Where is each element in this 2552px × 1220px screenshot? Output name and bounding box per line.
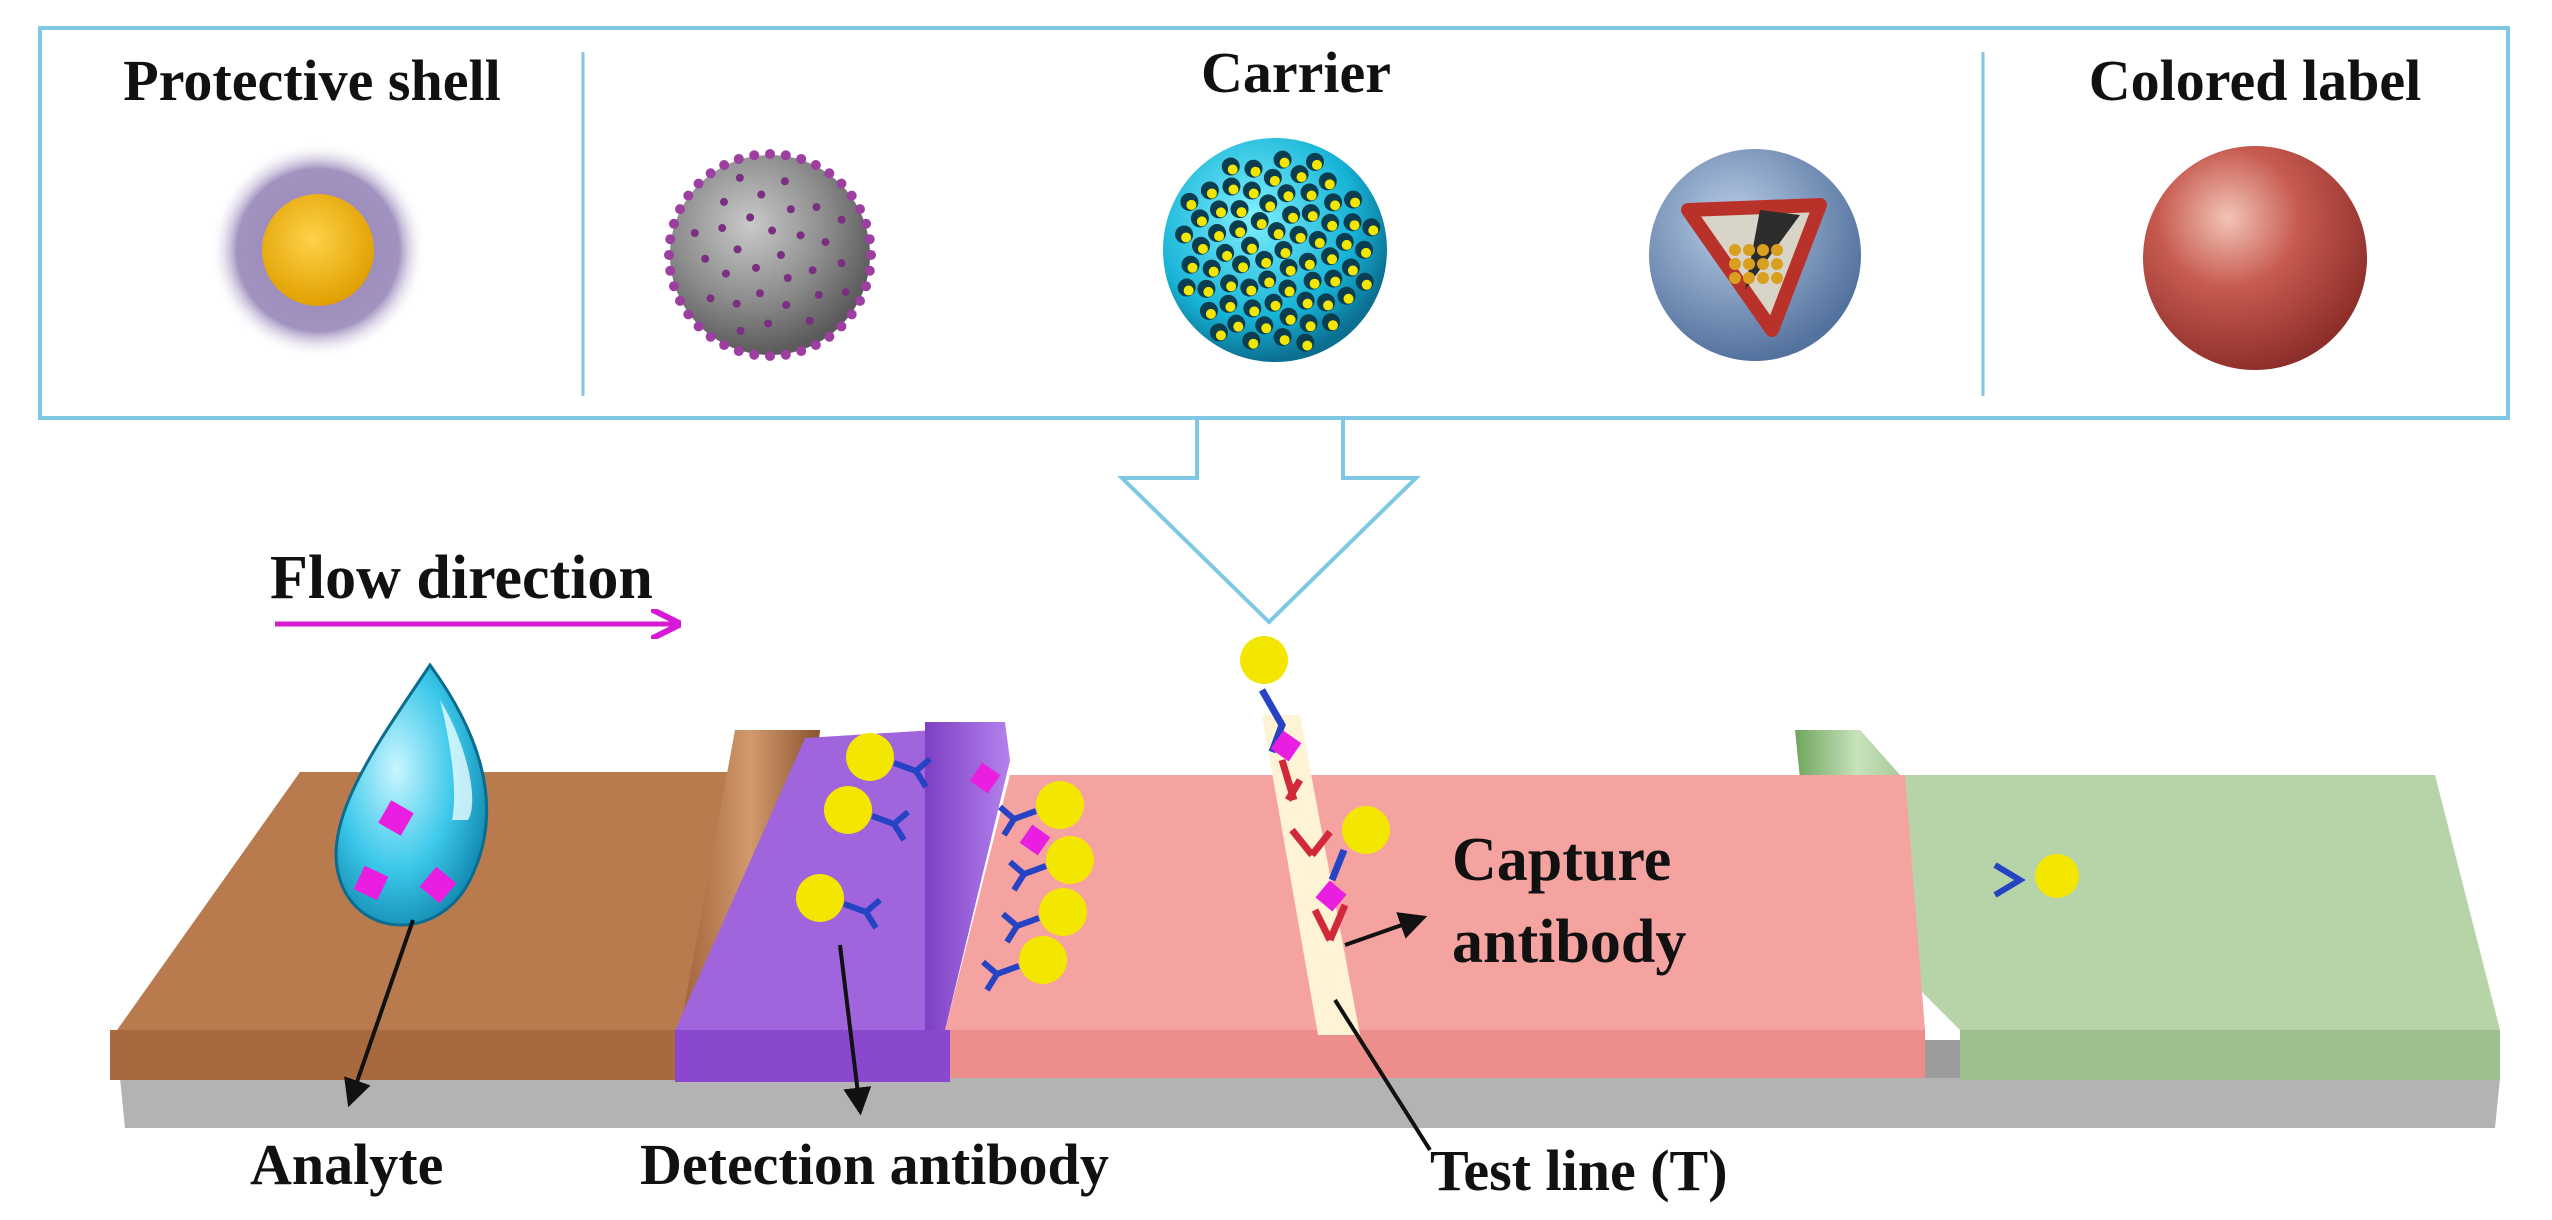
analyte-label: Analyte	[250, 1132, 443, 1197]
conjugate-pad	[675, 722, 1010, 1082]
carrier-particle-gray	[664, 149, 876, 361]
test-line-stripe	[1262, 715, 1360, 1035]
membrane	[890, 715, 1925, 1078]
detection-antibody	[870, 809, 910, 842]
detection-antibody	[998, 804, 1038, 837]
analyte-droplet	[334, 662, 489, 927]
particle-panel: Protective shell Carrier Colored label	[38, 26, 2510, 420]
detection-antibody	[842, 897, 882, 930]
detection-antibody	[1001, 911, 1041, 944]
capture-antibody-pointer	[1344, 912, 1428, 947]
label-particle	[796, 874, 844, 922]
analyte-pointer	[344, 919, 415, 1108]
detection-antibody-pointer	[838, 944, 872, 1116]
detection-antibody	[1008, 859, 1048, 892]
carrier-particle-core-shell	[1649, 149, 1861, 361]
label-particle	[1036, 781, 1084, 829]
analyte-marker	[378, 800, 414, 836]
capture-antibody-label: Capture	[1452, 826, 1671, 894]
colored-label-particle	[2143, 146, 2367, 370]
label-particle	[846, 733, 894, 781]
backing-edge	[120, 1078, 2500, 1128]
carrier-particle-porous	[1163, 138, 1387, 362]
detection-antibody-label: Detection antibody	[640, 1132, 1109, 1197]
label-particle	[1039, 888, 1087, 936]
test-line-complexes	[1240, 636, 1390, 942]
capture-antibody-label-line2: antibody	[1452, 908, 1686, 976]
carrier-label: Carrier	[1201, 40, 1391, 105]
protective-shell-label: Protective shell	[123, 48, 500, 113]
test-line-label: Test line (T)	[1430, 1138, 1728, 1203]
down-arrow	[1117, 420, 1421, 625]
analyte-marker	[1019, 824, 1051, 856]
label-particle	[1019, 936, 1067, 984]
detection-antibody	[892, 756, 932, 789]
label-particle	[1046, 836, 1094, 884]
label-particle	[824, 786, 872, 834]
analyte-marker	[969, 762, 1001, 794]
flow-direction-label: Flow direction	[270, 544, 653, 612]
protective-shell-particle	[210, 142, 426, 358]
absorbent-conjugate	[1993, 854, 2079, 898]
analyte-marker	[419, 866, 457, 904]
analyte-marker	[353, 865, 389, 901]
detection-conjugates	[796, 733, 1094, 992]
detection-antibody	[981, 959, 1021, 992]
colored-label-label: Colored label	[2089, 48, 2421, 113]
test-line-pointer	[1333, 998, 1432, 1152]
